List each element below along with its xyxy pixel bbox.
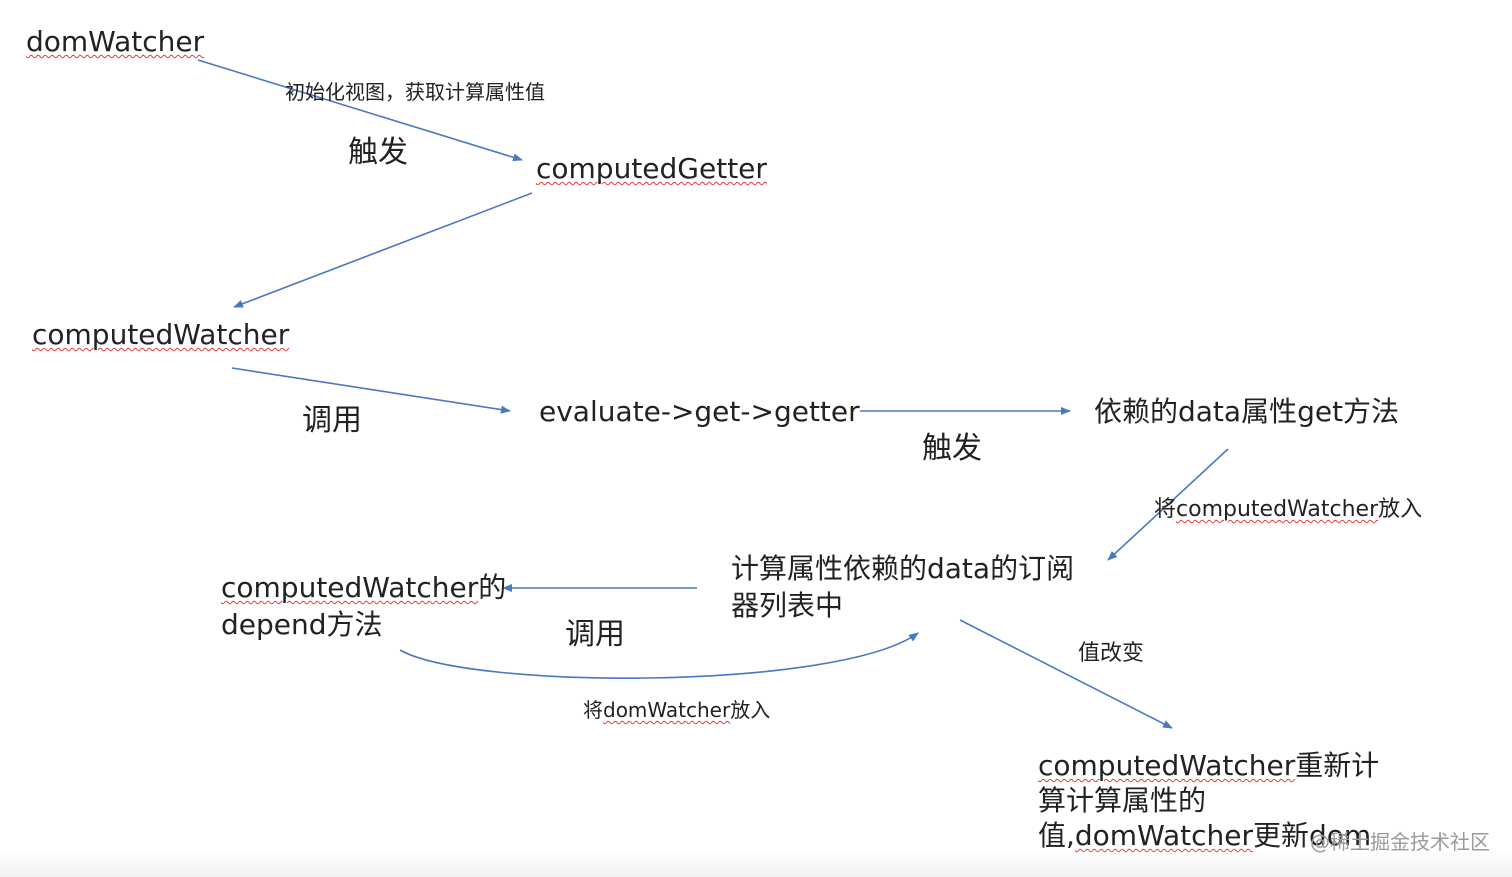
node-computed-watcher: computedWatcher (32, 318, 290, 351)
node-subscriber-list-line2: 器列表中 (731, 589, 844, 622)
arrow-computedgetter-to-computedwatcher (233, 192, 533, 308)
node-recompute-line1-code: computedWatcher (1038, 749, 1296, 782)
edge-label-call-1: 调用 (302, 403, 362, 438)
edge-label-put-dom-code: domWatcher (603, 698, 731, 722)
node-depend-line1-code: computedWatcher (221, 571, 479, 604)
node-depend-method: computedWatcher的 depend方法 (221, 570, 506, 642)
edge-label-call-2: 调用 (565, 617, 625, 652)
node-subscriber-list-line1: 计算属性依赖的data的订阅 (731, 552, 1075, 585)
node-evaluate-chain: evaluate->get->getter (539, 395, 860, 428)
arrow-data-get-to-subscriber-list (1107, 448, 1229, 561)
node-recompute-line2: 算计算属性的 (1038, 784, 1207, 817)
arrow-computedwatcher-to-evaluate (231, 367, 511, 414)
edge-label-put-dom-suffix: 放入 (730, 698, 771, 722)
arrow-depend-to-subscriber-list (399, 632, 919, 679)
node-recompute-line3-prefix: 值, (1038, 819, 1075, 852)
edge-label-put-computed-suffix: 放入 (1378, 497, 1423, 522)
node-depend-line2: depend方法 (221, 608, 383, 641)
edge-label-trigger-1: 触发 (348, 135, 408, 170)
node-depend-line1-text: 的 (478, 571, 507, 604)
edge-label-init-view: 初始化视图，获取计算属性值 (285, 80, 545, 104)
watermark: @稀土掘金技术社区 (1310, 830, 1490, 854)
node-recompute-line1: computedWatcher重新计 (1038, 748, 1379, 783)
node-computed-getter: computedGetter (536, 152, 767, 185)
edge-label-put-dom-prefix: 将 (583, 698, 603, 722)
node-data-get-method: 依赖的data属性get方法 (1094, 395, 1400, 428)
node-recompute-line3-suffix: 更新dom (1253, 819, 1372, 852)
node-recompute-line1-text: 重新计 (1295, 749, 1380, 782)
node-recompute-line3-code: domWatcher (1074, 819, 1253, 852)
edge-label-value-change: 值改变 (1078, 641, 1145, 666)
node-dom-watcher: domWatcher (26, 25, 205, 58)
node-subscriber-list: 计算属性依赖的data的订阅 器列表中 (731, 551, 1074, 623)
bottom-fade (0, 849, 1512, 877)
node-recompute: computedWatcher重新计 算计算属性的 值,domWatcher更新… (1038, 748, 1379, 853)
edge-label-put-dom: 将domWatcher放入 (583, 698, 770, 723)
edge-label-put-computed-prefix: 将 (1154, 497, 1177, 522)
arrow-subscriber-list-to-recompute (959, 619, 1173, 729)
node-recompute-line3: 值,domWatcher更新dom (1038, 818, 1379, 853)
edge-label-put-computed: 将computedWatcher放入 (1154, 496, 1422, 524)
arrow-domwatcher-to-computedgetter (197, 59, 523, 162)
edge-label-trigger-2: 触发 (922, 431, 982, 466)
node-depend-line1: computedWatcher的 (221, 570, 506, 605)
edge-label-put-computed-code: computedWatcher (1176, 497, 1379, 522)
